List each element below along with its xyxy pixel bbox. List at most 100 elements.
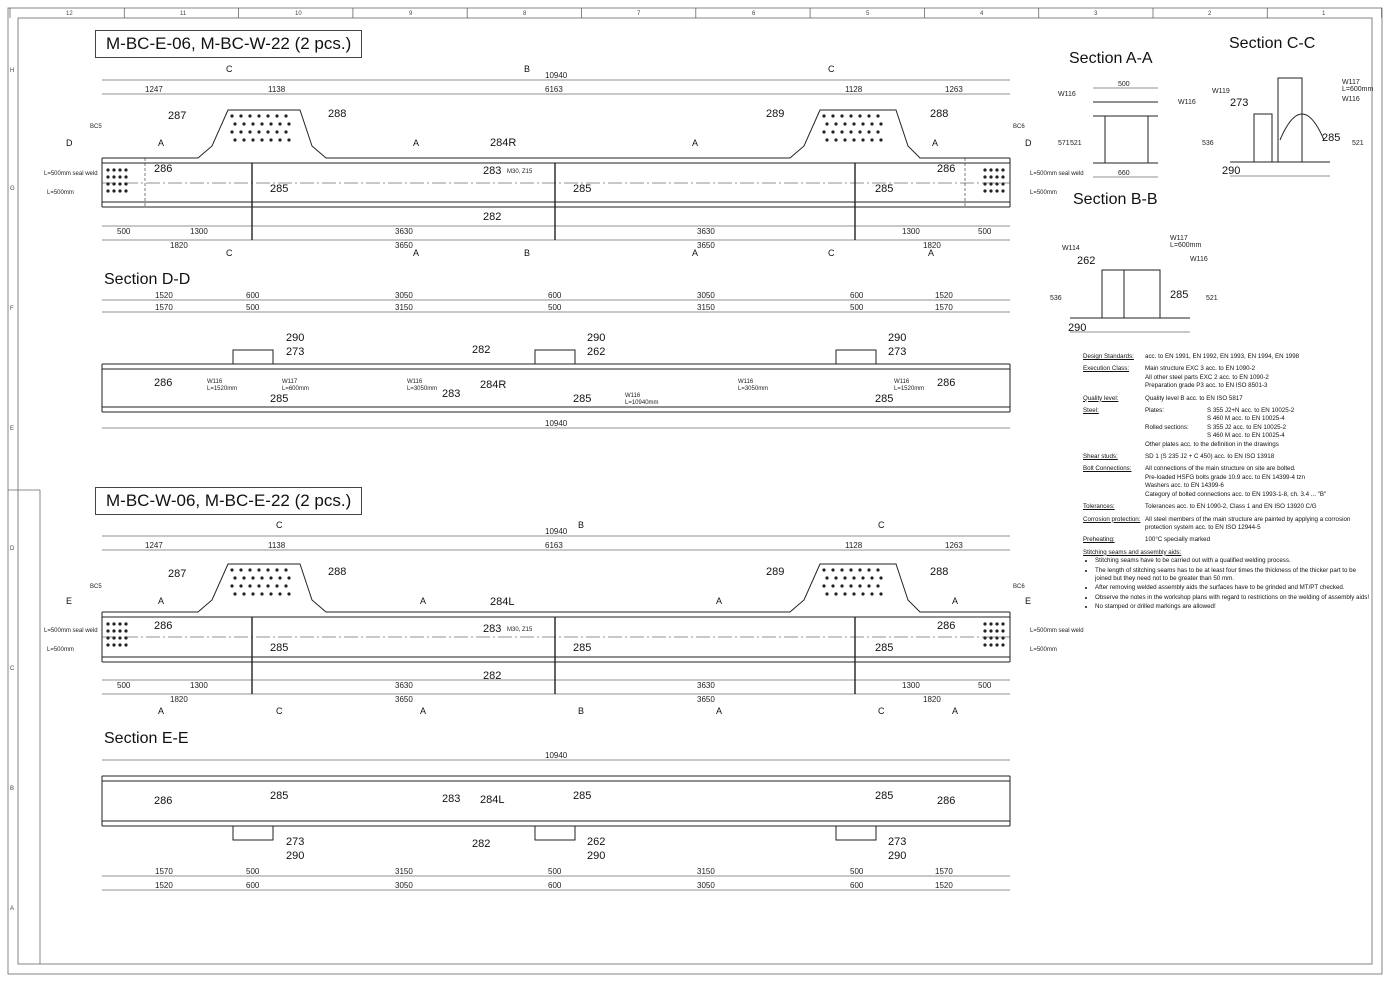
bc6-label: BC6 (1013, 584, 1025, 590)
bolt-hole (983, 643, 987, 647)
weld-w116: W116 (1342, 96, 1360, 103)
dim-seg: 1247 (145, 85, 163, 94)
bolt-hole (275, 130, 279, 134)
bolt-hole (112, 189, 116, 193)
marker-b2: B (578, 706, 584, 716)
part-273: 273 (286, 346, 304, 358)
bolt-hole (266, 568, 270, 572)
section-bb-drawing (1070, 269, 1190, 333)
bolt-hole (840, 568, 844, 572)
bolt-hole (112, 629, 116, 633)
part-289: 289 (766, 566, 784, 578)
dim-b: 1820 (923, 241, 941, 250)
part-283: 283 (483, 623, 501, 635)
bolt-hole (106, 182, 110, 186)
list-item: The length of stitching seams has to be … (1095, 567, 1373, 584)
weld-length-note-r: L=500mm (1030, 190, 1057, 196)
bolt-hole (239, 130, 243, 134)
bolt-hole (284, 130, 288, 134)
bolt-hole (831, 568, 835, 572)
bolt-hole (230, 130, 234, 134)
bolt-hole (278, 122, 282, 126)
bolt-hole (106, 189, 110, 193)
bottom-elevation-small: M30, Z15 L=500mm seal weld L=500mm L=500… (44, 584, 1084, 653)
row-letter: C (10, 666, 15, 672)
weld-l10940: L=10940mm (625, 400, 659, 406)
bolt-hole (983, 622, 987, 626)
part-262: 262 (587, 836, 605, 848)
dim-seg: 1128 (845, 85, 863, 94)
bolt-hole (248, 114, 252, 118)
weld-w117: W117 (1342, 79, 1360, 86)
part-285c: 285 (875, 393, 893, 405)
section-ee-parts: 286 286 285 285 285 283 284L 282 273 290… (154, 790, 955, 862)
bolt-hole (858, 584, 862, 588)
bolt-hole (269, 576, 273, 580)
bolt-hole (995, 168, 999, 172)
bolt-hole (118, 636, 122, 640)
marker-c2: C (878, 520, 885, 530)
part-282: 282 (472, 344, 490, 356)
dim-seg: 1247 (145, 541, 163, 550)
bolt-hole (870, 592, 874, 596)
part-283: 283 (442, 388, 460, 400)
bolt-hole (124, 622, 128, 626)
part-288: 288 (328, 108, 346, 120)
bolt-hole (257, 584, 261, 588)
bolt-hole (248, 584, 252, 588)
bolt-hole (861, 122, 865, 126)
part-290: 290 (1222, 165, 1240, 177)
dim: 600 (850, 291, 864, 300)
section-cc-parts: 273 285 290 (1222, 97, 1340, 177)
bolt-hole (1001, 182, 1005, 186)
bolt-hole (287, 122, 291, 126)
seal-weld-note: L=500mm seal weld (44, 628, 98, 634)
marker-a: A (158, 138, 164, 148)
bolt-hole (995, 175, 999, 179)
dim-536: 536 (1202, 140, 1214, 147)
bolt-hole (233, 576, 237, 580)
bolt-hole (230, 114, 234, 118)
bolt-hole (118, 175, 122, 179)
section-dd-title: Section D-D (104, 271, 191, 288)
top-bolt-holes (106, 114, 1005, 193)
bolt-hole (269, 592, 273, 596)
col-number: 1 (1322, 11, 1326, 17)
bolt-hole (995, 643, 999, 647)
bolt-hole (118, 168, 122, 172)
weld-l1520: L=1520mm (207, 386, 237, 392)
bolt-hole (242, 122, 246, 126)
bolt-hole (849, 114, 853, 118)
dim-b: 3650 (697, 241, 715, 250)
section-bb-title: Section B-B (1073, 191, 1158, 208)
bolt-hole (870, 122, 874, 126)
note-steel: Steel: Plates:S 355 J2+N acc. to EN 1002… (1083, 407, 1295, 448)
bolt-hole (124, 182, 128, 186)
marker-a2: A (420, 596, 426, 606)
dim-a: 1300 (902, 681, 920, 690)
dim: 3150 (395, 867, 413, 876)
bolt-hole (112, 622, 116, 626)
part-283: 283 (442, 793, 460, 805)
bolt-hole (118, 629, 122, 633)
bolt-hole (843, 576, 847, 580)
bolt-hole (124, 636, 128, 640)
bolt-hole (849, 584, 853, 588)
part-288: 288 (328, 566, 346, 578)
top-elevation-parts: 287 288 289 288 286 286 285 285 285 283 … (154, 108, 955, 223)
bolt-hole (852, 592, 856, 596)
bolt-hole (989, 629, 993, 633)
bolt-hole (861, 576, 865, 580)
view-title-bottom: M-BC-W-06, M-BC-E-22 (2 pcs.) (95, 487, 363, 515)
bolt-hole (124, 643, 128, 647)
section-cc-labels: W119 W117 L=600mm W116 536 521 (1202, 79, 1373, 147)
seal-weld-note-r: L=500mm seal weld (1030, 171, 1084, 177)
marker-a4: A (952, 596, 958, 606)
bolt-hole (870, 138, 874, 142)
bolt-hole (112, 182, 116, 186)
bolt-hole (106, 175, 110, 179)
marker-a7: A (928, 248, 934, 258)
marker-c3: C (226, 248, 233, 258)
